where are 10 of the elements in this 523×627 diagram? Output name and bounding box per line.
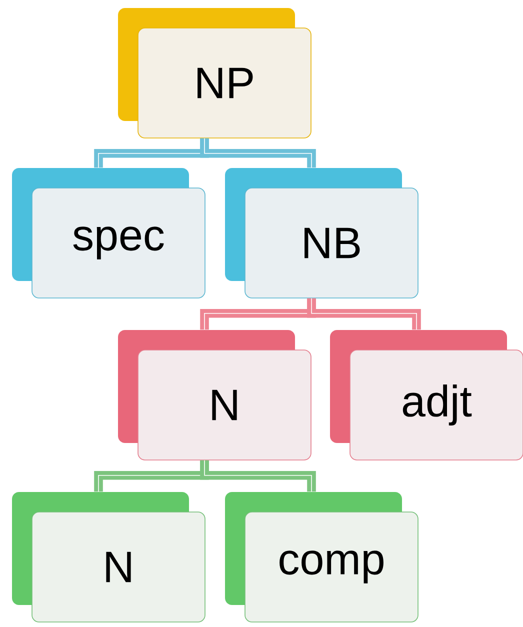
tree-card: adjt [330,330,523,460]
tree-card: spec [12,168,206,298]
tree-card: N [12,492,206,622]
tree-card: N [118,330,312,460]
tree-card: NB [225,168,418,298]
tree-card: NP [118,8,312,138]
connector [200,138,316,168]
tree-card: comp [225,492,418,622]
connector [307,298,421,330]
connector [200,460,316,492]
